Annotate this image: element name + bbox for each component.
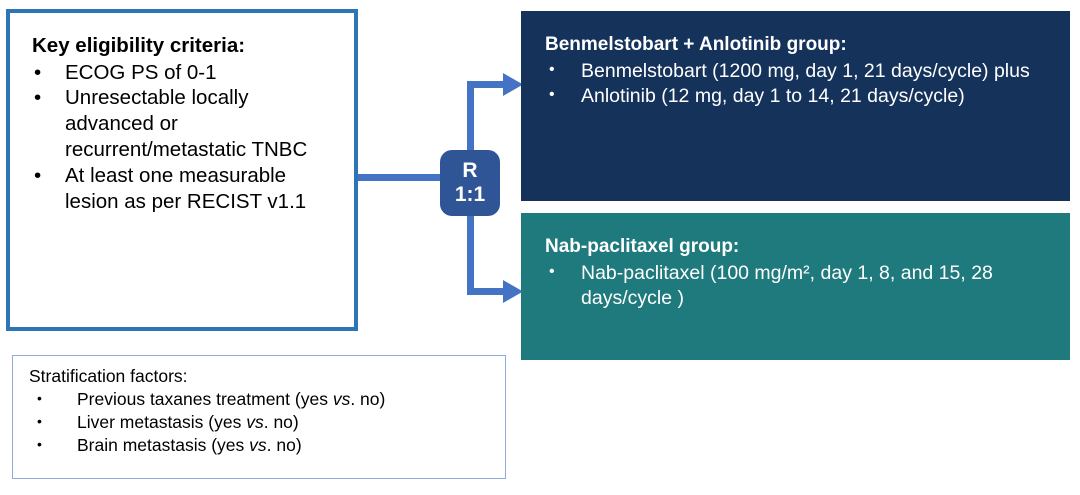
bullet-icon: • — [37, 390, 42, 407]
list-item: • At least one measurable lesion as per … — [32, 163, 340, 215]
list-item: • Previous taxanes treatment (yes vs. no… — [29, 388, 497, 411]
list-item: • Nab-paclitaxel (100 mg/m², day 1, 8, a… — [545, 261, 1060, 312]
list-item-label: Benmelstobart (1200 mg, day 1, 21 days/c… — [581, 59, 1030, 82]
connector-arm-control-arrowhead — [503, 280, 523, 303]
list-item-label: Anlotinib (12 mg, day 1 to 14, 21 days/c… — [581, 85, 965, 108]
list-item: • Anlotinib (12 mg, day 1 to 14, 21 days… — [545, 84, 1060, 109]
list-item: • ECOG PS of 0-1 — [32, 60, 340, 86]
emphasis-vs: vs — [249, 434, 267, 455]
stratification-factors-box: Stratification factors: • Previous taxan… — [12, 355, 506, 479]
list-item-label: Nab-paclitaxel (100 mg/m², day 1, 8, and… — [581, 261, 993, 310]
bullet-icon: • — [549, 86, 555, 104]
list-item-label: At least one measurable lesion as per RE… — [65, 163, 307, 213]
bullet-icon: • — [34, 86, 42, 110]
list-item: • Unresectable locally advanced or recur… — [32, 85, 340, 162]
list-item-label: Liver metastasis (yes vs. no) — [77, 412, 299, 433]
eligibility-criteria-box: Key eligibility criteria: • ECOG PS of 0… — [6, 9, 358, 331]
bullet-icon: • — [37, 413, 42, 430]
eligibility-heading: Key eligibility criteria: — [32, 34, 246, 57]
list-item-label: Brain metastasis (yes vs. no) — [77, 434, 302, 455]
bullet-icon: • — [34, 163, 42, 187]
bullet-icon: • — [37, 435, 42, 452]
list-item: • Liver metastasis (yes vs. no) — [29, 411, 497, 434]
arm-control-box: Nab-paclitaxel group: • Nab-paclitaxel (… — [521, 213, 1070, 360]
arm-experimental-heading: Benmelstobart + Anlotinib group: — [545, 34, 847, 55]
emphasis-vs: vs — [246, 412, 264, 433]
arm-control-heading: Nab-paclitaxel group: — [545, 236, 740, 257]
connector-arm-experimental-arrowhead — [503, 73, 523, 96]
list-item: • Benmelstobart (1200 mg, day 1, 21 days… — [545, 59, 1060, 84]
arm-experimental-bullet-list: • Benmelstobart (1200 mg, day 1, 21 days… — [545, 59, 1060, 110]
bullet-icon: • — [549, 262, 555, 280]
stratification-bullet-list: • Previous taxanes treatment (yes vs. no… — [29, 388, 497, 456]
arm-control-bullet-list: • Nab-paclitaxel (100 mg/m², day 1, 8, a… — [545, 261, 1060, 312]
randomization-badge: R 1:1 — [440, 150, 500, 216]
list-item-label: Previous taxanes treatment (yes vs. no) — [77, 389, 386, 410]
randomization-label: R — [462, 158, 478, 182]
eligibility-bullet-list: • ECOG PS of 0-1 • Unresectable locally … — [32, 60, 340, 215]
list-item-label: ECOG PS of 0-1 — [65, 60, 217, 84]
list-item-label: Unresectable locally advanced or recurre… — [65, 86, 308, 162]
bullet-icon: • — [549, 60, 555, 78]
stratification-heading: Stratification factors: — [29, 366, 188, 386]
bullet-icon: • — [34, 60, 42, 84]
list-item: • Brain metastasis (yes vs. no) — [29, 434, 497, 457]
randomization-ratio: 1:1 — [454, 183, 486, 206]
emphasis-vs: vs — [332, 389, 351, 410]
arm-experimental-box: Benmelstobart + Anlotinib group: • Benme… — [521, 11, 1070, 201]
